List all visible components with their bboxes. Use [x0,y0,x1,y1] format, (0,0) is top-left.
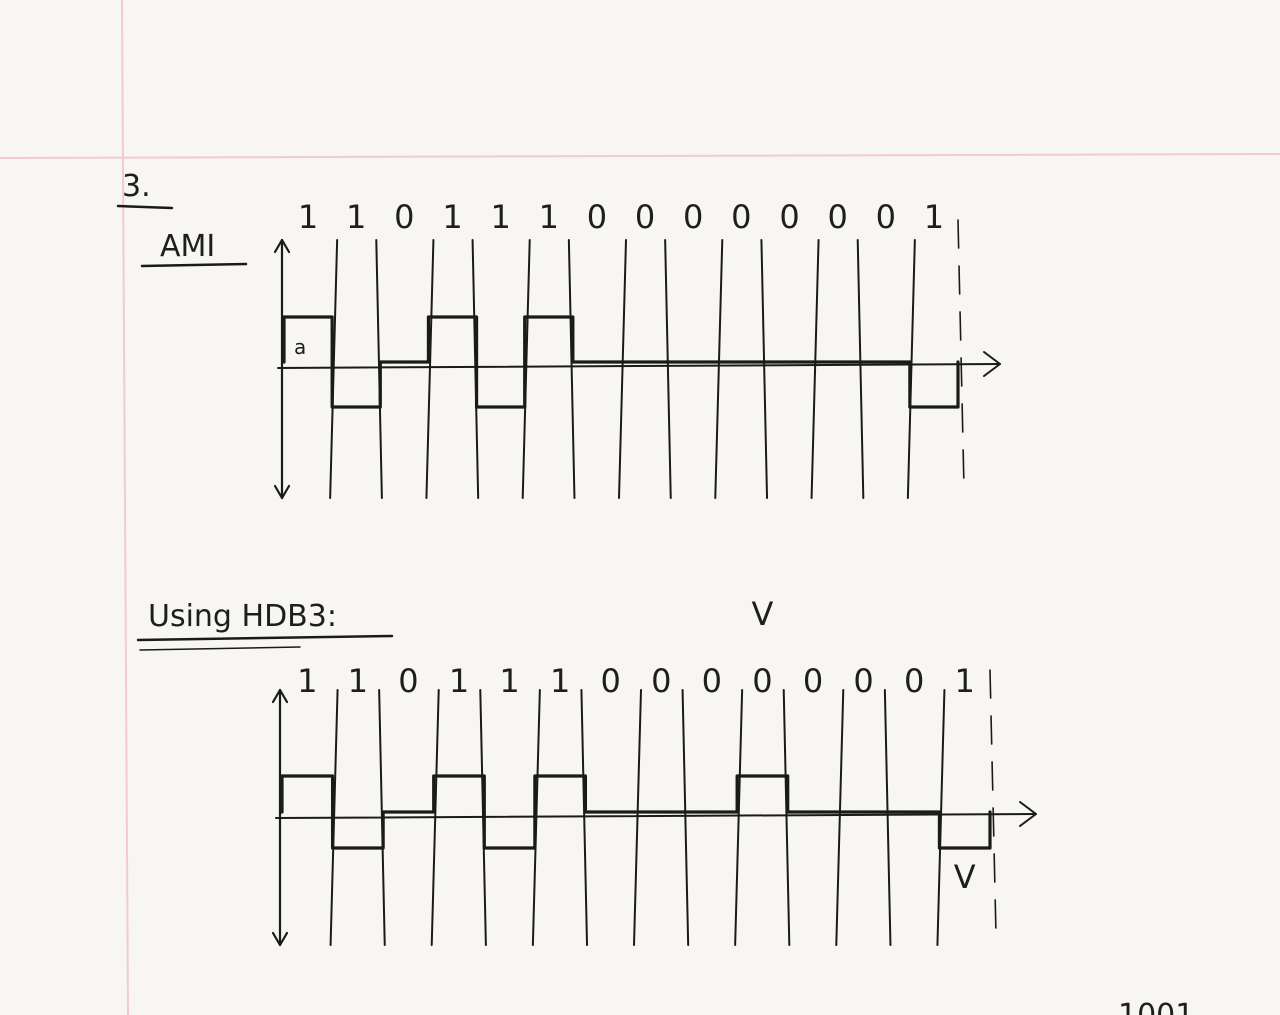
hdb3-heading-underline [136,634,394,642]
problem-number-underline [116,204,174,210]
bit-boundary-line [618,239,627,499]
signal-waveform [280,774,992,850]
violation-mark: V [954,858,976,896]
bit-boundary-line [734,689,744,946]
bit-boundary-line [760,239,769,499]
bit-boundary-line [810,239,820,499]
problem-number: 3. [122,169,151,204]
bit-label: 0 [702,662,722,700]
end-boundary-line [989,669,997,936]
bit-label: 0 [587,198,607,236]
bit-label: 1 [348,662,368,700]
bit-label: 1 [442,198,462,236]
bit-boundary-line [430,689,440,946]
axis-arrow-up [271,688,289,704]
bit-label: 1 [297,662,317,700]
hdb3-heading-underline [139,646,301,651]
bit-boundary-line [664,239,672,499]
time-axis [275,813,1037,819]
bit-boundary-line [883,689,892,946]
bit-label: 0 [779,198,799,236]
bit-label: 1 [539,198,559,236]
bit-label: 0 [731,198,751,236]
bit-label: 0 [683,198,703,236]
bit-label: 1 [346,198,366,236]
bit-boundary-line [714,239,724,499]
bit-boundary-line [580,689,589,946]
bit-label: 0 [803,662,823,700]
bit-label: 1 [298,198,318,236]
violation-mark: V [751,595,773,633]
signal-waveform [282,315,960,409]
time-axis-arrow [1019,801,1037,827]
bit-boundary-line [681,689,690,946]
bit-label: 1 [550,662,570,700]
bit-label: 0 [601,662,621,700]
axis-arrow-up [273,238,291,254]
axis-arrow-down [273,484,291,500]
bit-label: 0 [394,198,414,236]
bit-label: 0 [752,662,772,700]
bit-label: 1 [490,198,510,236]
ruled-line [0,153,1280,159]
margin-line [121,0,129,1015]
ami-heading: AMI [160,229,215,264]
bit-label: 0 [853,662,873,700]
hdb3-heading: Using HDB3: [148,599,337,634]
bit-boundary-line [856,239,865,499]
bit-boundary-line [782,689,791,946]
bit-label: 0 [876,198,896,236]
amplitude-label: a [294,335,306,359]
bit-label: 0 [398,662,418,700]
bit-label: 0 [651,662,671,700]
bit-label: 0 [904,662,924,700]
time-axis [277,363,1001,369]
time-axis-arrow [983,351,1001,377]
ami-heading-underline [140,262,248,268]
bit-boundary-line [425,239,435,499]
bit-label: 0 [635,198,655,236]
axis-arrow-down [271,931,289,947]
bit-label: 0 [827,198,847,236]
bit-label: 1 [955,662,975,700]
bit-boundary-line [633,689,642,946]
bit-label: 1 [449,662,469,700]
bit-boundary-line [567,239,576,499]
bit-boundary-line [835,689,845,946]
bit-label: 1 [499,662,519,700]
end-boundary-line [957,219,965,489]
footer-scribble: 1001 [1118,998,1194,1015]
bit-label: 1 [924,198,944,236]
